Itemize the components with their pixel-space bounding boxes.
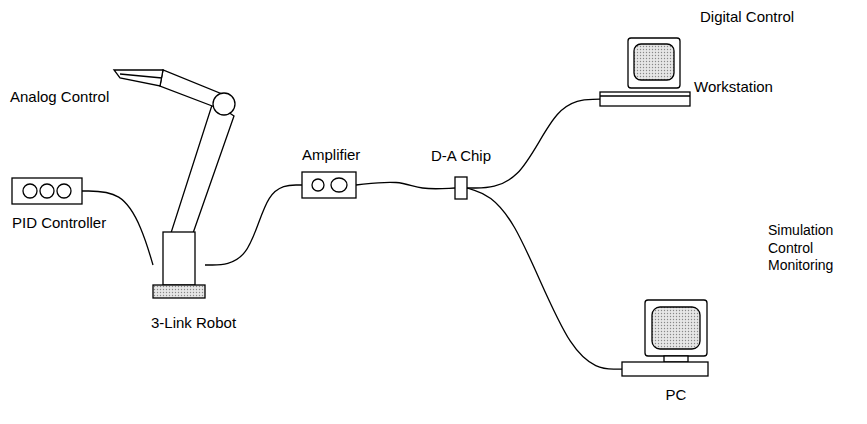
chip-symbol — [455, 177, 467, 199]
section-heading: Analog Control — [10, 88, 109, 107]
component-label: Amplifier — [302, 146, 360, 164]
robot-symbol — [114, 70, 235, 298]
component-node: 3-Link Robot — [153, 232, 205, 298]
component-node: PC — [622, 300, 708, 376]
pid-controller-symbol — [12, 178, 82, 204]
component-label: PC — [666, 386, 687, 404]
function-note: Simulation Control Monitoring — [768, 222, 856, 275]
cable — [356, 182, 455, 189]
component-node: Amplifier — [302, 172, 356, 198]
cable — [467, 188, 622, 369]
amplifier-symbol — [302, 172, 356, 198]
component-label: PID Controller — [12, 214, 106, 232]
cable — [467, 99, 600, 188]
component-node: PID Controller — [12, 178, 82, 204]
component-label: Workstation — [694, 78, 773, 96]
cable — [205, 185, 302, 265]
section-heading: Digital Control — [700, 8, 794, 27]
component-node: Workstation — [600, 38, 690, 106]
component-node: D-A Chip — [455, 177, 467, 199]
pc-symbol — [622, 300, 708, 376]
workstation-symbol — [600, 38, 690, 106]
component-label: D-A Chip — [431, 147, 491, 165]
component-label: 3-Link Robot — [151, 314, 236, 332]
